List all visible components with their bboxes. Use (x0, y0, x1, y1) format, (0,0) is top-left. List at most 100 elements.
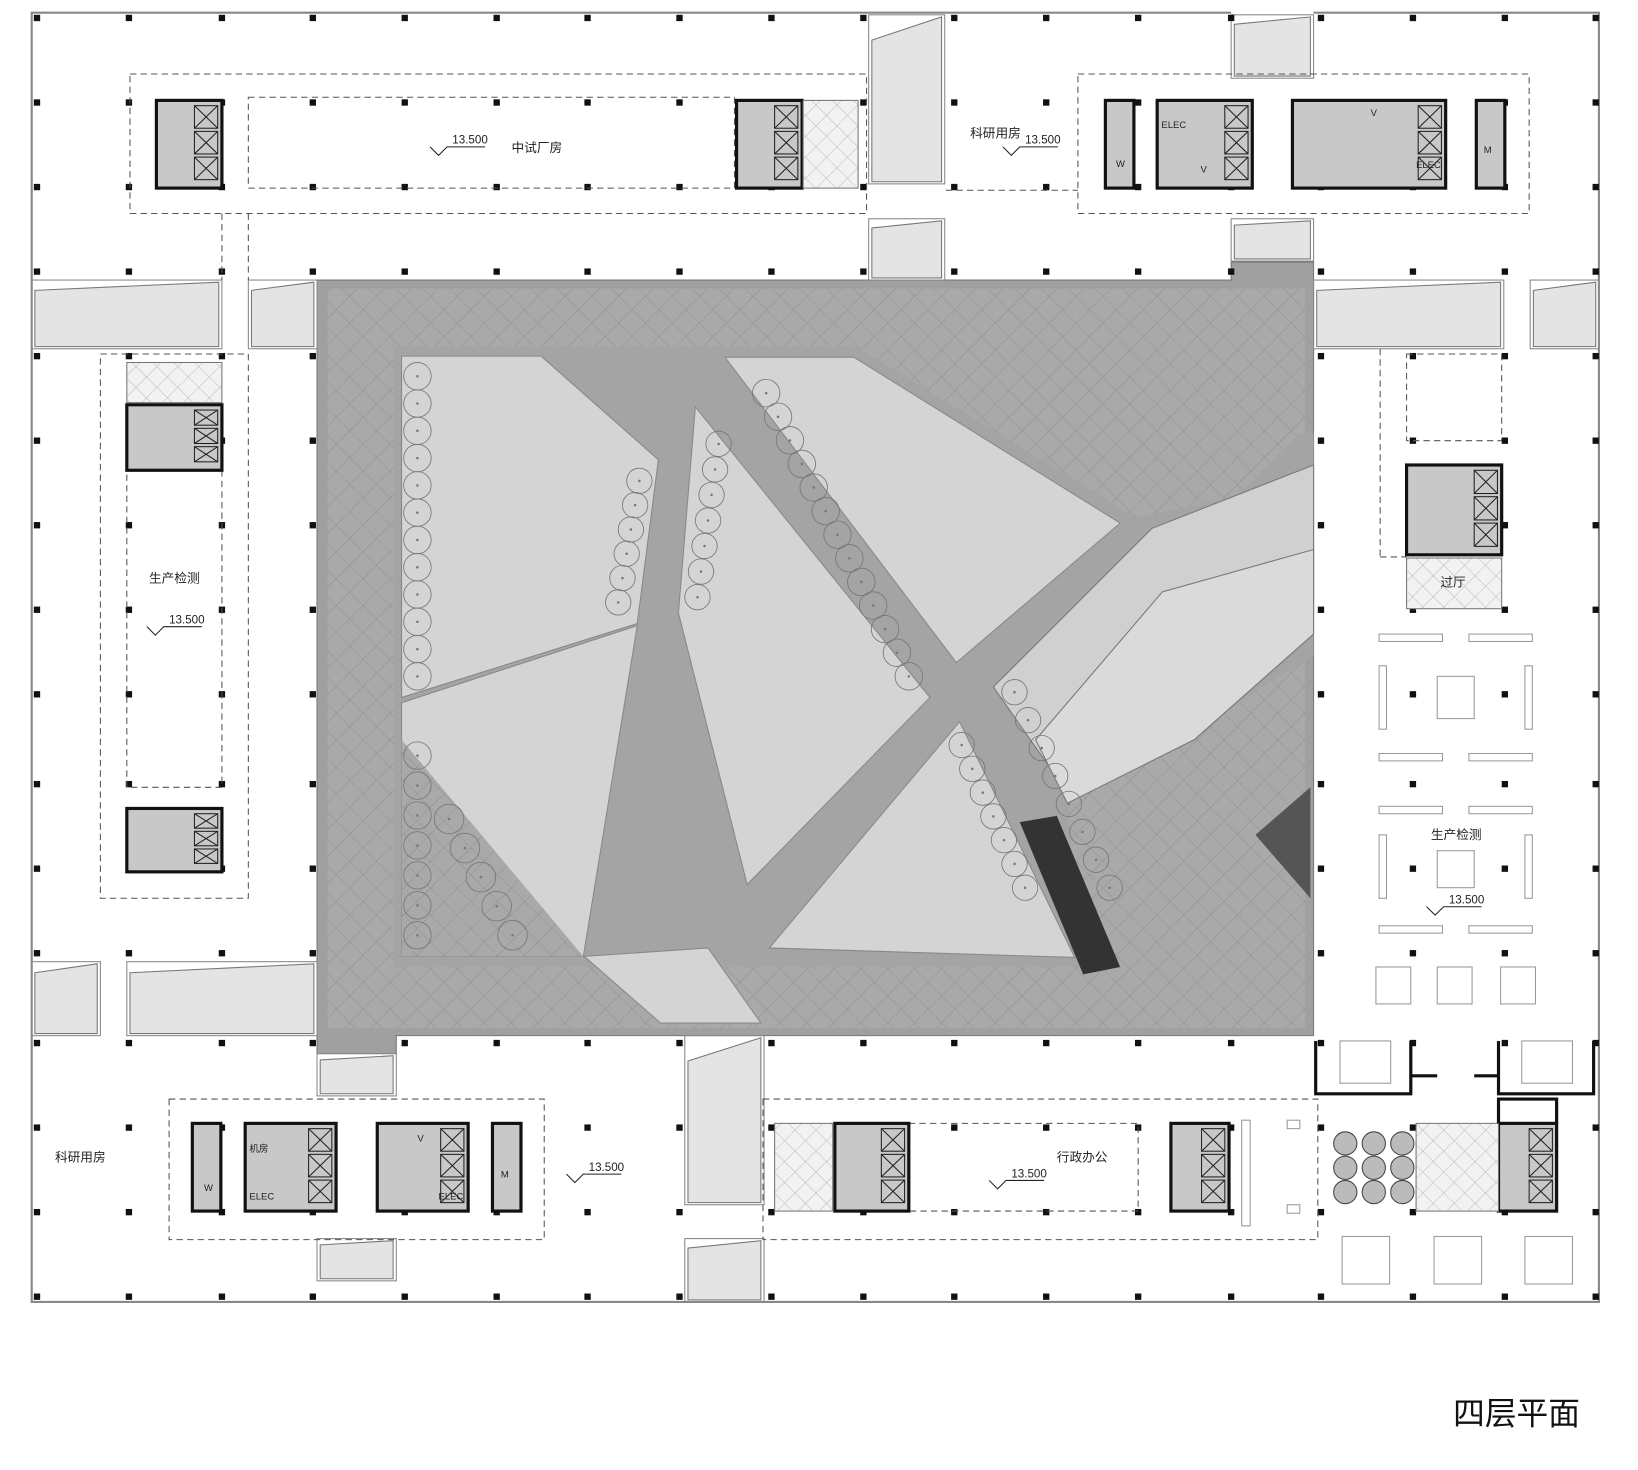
column (1501, 1293, 1509, 1300)
furniture (1524, 834, 1533, 899)
tree-center (416, 933, 419, 937)
column (33, 1208, 41, 1216)
tree (433, 803, 465, 835)
elevator-cross (774, 131, 799, 155)
column (1317, 780, 1325, 788)
tree-center (836, 533, 839, 537)
column (33, 183, 41, 191)
column (584, 183, 591, 191)
tree-center (416, 874, 419, 877)
elevator-shaft (1201, 1153, 1226, 1178)
furniture (1341, 1235, 1391, 1285)
column (1592, 780, 1599, 788)
elevator-shaft (1201, 1179, 1226, 1204)
tree (605, 589, 632, 616)
column (1592, 522, 1599, 529)
room-label-production-right: 生产检测 (1431, 827, 1482, 842)
core-label-v: V (417, 1133, 424, 1144)
tree (698, 481, 725, 509)
tree (694, 507, 722, 534)
column (1592, 352, 1599, 360)
tree (1042, 762, 1069, 790)
ramp-frame (31, 961, 101, 1037)
furniture (1468, 633, 1533, 643)
elevator-shaft (1473, 496, 1498, 521)
elevator-shaft (193, 446, 219, 463)
tree (763, 402, 793, 431)
column (493, 14, 500, 22)
column (309, 691, 316, 698)
planter (1361, 1131, 1386, 1156)
elevator-cross (1224, 105, 1249, 129)
tree-center (1013, 862, 1016, 866)
column (584, 1039, 591, 1047)
elevator-shaft (193, 409, 219, 426)
elevator-shaft (440, 1153, 465, 1178)
elevator-shaft (440, 1128, 465, 1152)
tree-center (416, 904, 419, 907)
column (1227, 1293, 1235, 1300)
column (1227, 1039, 1235, 1047)
tree-center (1108, 886, 1111, 889)
elevator-shaft (1224, 105, 1249, 129)
furniture (1378, 925, 1444, 934)
svg-text:13.500: 13.500 (1025, 134, 1061, 147)
elevation-mark: 13.500 (1426, 894, 1484, 916)
column (309, 14, 316, 22)
column (1592, 268, 1599, 275)
tree (1001, 850, 1028, 878)
planter (1333, 1131, 1358, 1156)
column (951, 1293, 958, 1300)
lawn (401, 355, 659, 699)
column (33, 522, 41, 529)
elevator-shaft (1224, 156, 1249, 181)
furniture (1468, 752, 1533, 762)
column (1409, 268, 1417, 275)
column (1592, 950, 1599, 957)
ramp (687, 1240, 762, 1301)
tree-rows (403, 362, 1123, 951)
svg-text:13.500: 13.500 (169, 614, 205, 627)
column (1592, 1293, 1599, 1300)
elevator-cross (194, 156, 219, 181)
column (1409, 606, 1417, 613)
column (1501, 352, 1509, 360)
elevator-shaft (1473, 522, 1498, 547)
elevator-cross (440, 1153, 465, 1178)
column (951, 1124, 958, 1131)
column (768, 268, 775, 275)
tree-center (416, 538, 419, 542)
column (1592, 1039, 1599, 1047)
tree (403, 741, 432, 770)
tree-center (479, 875, 483, 879)
elevation-mark: 13.500 (566, 1161, 624, 1184)
tree (691, 532, 718, 560)
column (309, 99, 316, 106)
tree (858, 591, 888, 620)
tree-center (706, 519, 710, 522)
tree-center (416, 429, 419, 433)
column (401, 99, 408, 106)
tree (1028, 734, 1055, 762)
column (676, 1124, 683, 1131)
elevator-cross (194, 830, 218, 847)
tree-center (633, 503, 637, 507)
column (33, 865, 41, 872)
tree-center (416, 511, 419, 514)
column (1501, 691, 1509, 698)
column (860, 268, 867, 275)
building-outline (30, 11, 1600, 1304)
elevator-shaft (1528, 1153, 1553, 1178)
furniture (1500, 966, 1537, 1005)
column (1409, 780, 1417, 788)
furniture (1436, 675, 1475, 720)
column (33, 950, 41, 957)
column (33, 268, 41, 275)
column (1317, 522, 1325, 529)
column (125, 14, 133, 22)
furniture (1433, 1235, 1483, 1285)
tree (752, 378, 781, 408)
tree-center (416, 675, 419, 678)
column (1317, 14, 1325, 22)
core-label-w: W (204, 1183, 213, 1194)
